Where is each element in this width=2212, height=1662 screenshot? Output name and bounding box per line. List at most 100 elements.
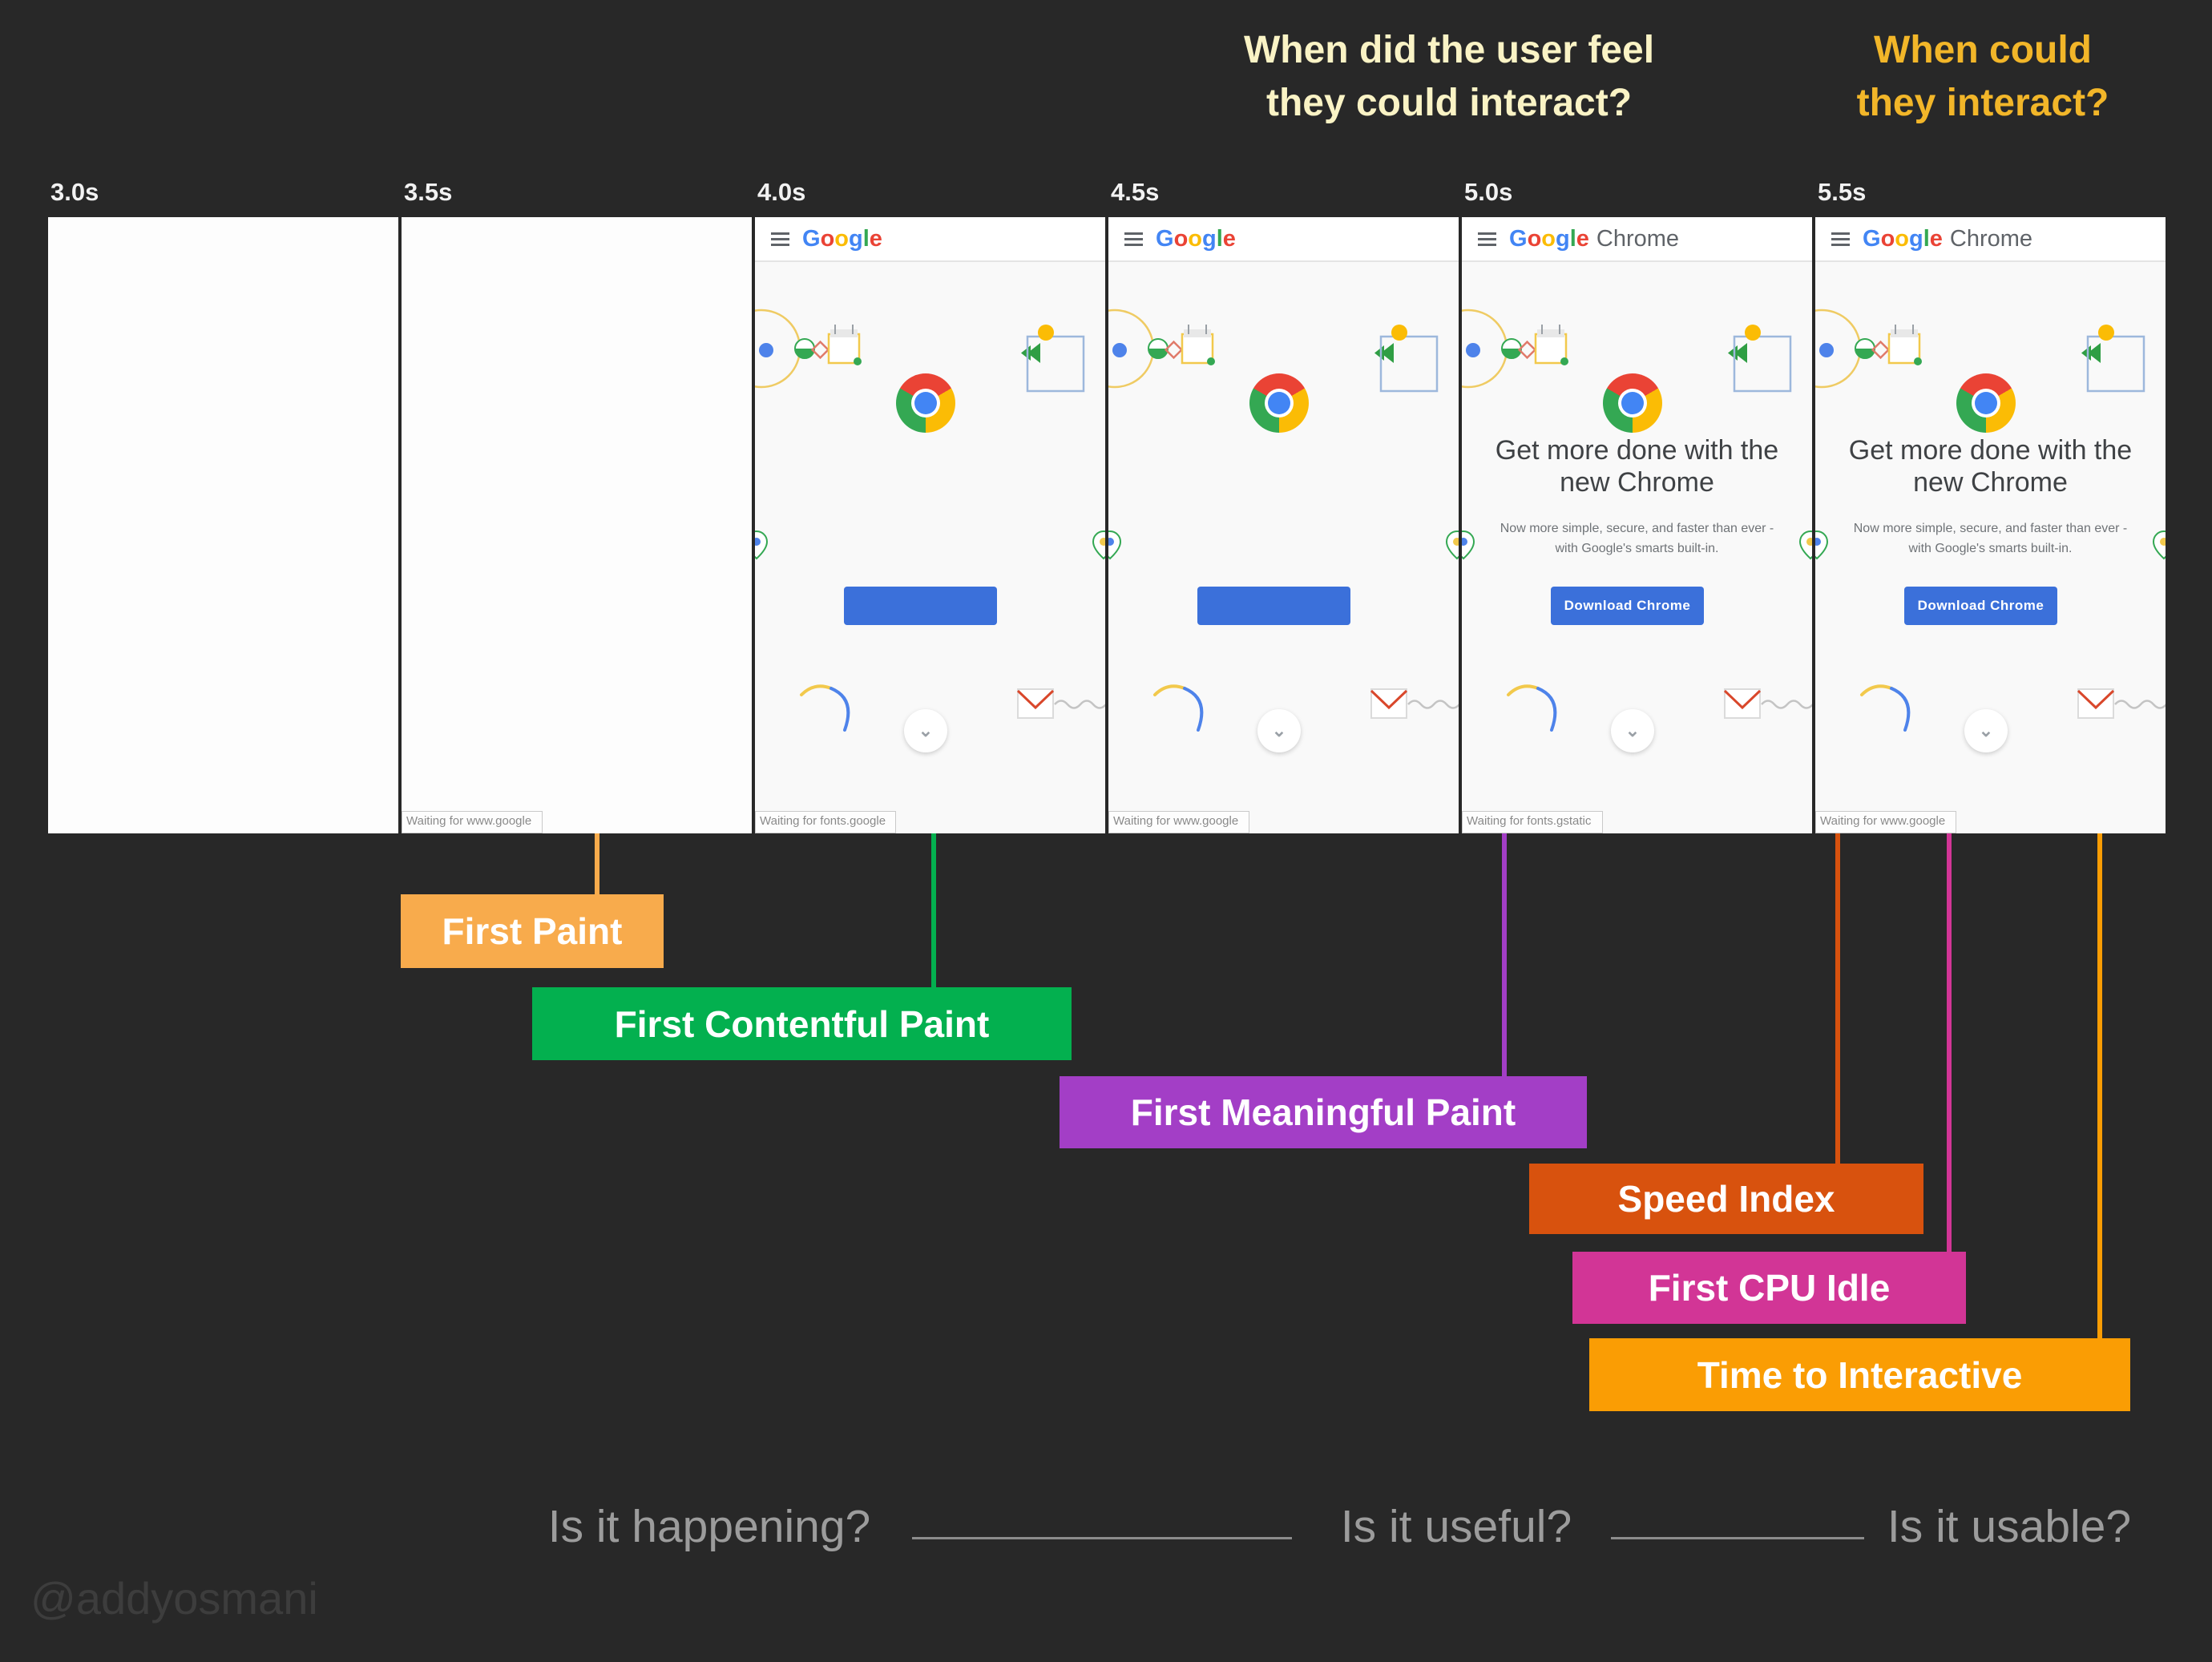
google-logo-letter: g — [1909, 225, 1923, 252]
download-chrome-button[interactable]: Download Chrome — [844, 587, 997, 625]
frame-time-label: 5.0s — [1464, 178, 1513, 206]
hero-heading: Get more done with the new Chrome — [1462, 434, 1812, 498]
hero-subtext-line2: with Google's smarts built-in. — [1555, 542, 1719, 555]
google-logo: Google — [1156, 226, 1236, 252]
google-logo-letter: l — [1569, 225, 1576, 252]
hero-heading: Get more done with the new Chrome — [1815, 434, 2166, 498]
metric-label: Speed Index — [1529, 1164, 1923, 1234]
frame-time-label: 4.0s — [757, 178, 806, 206]
google-logo-letter: g — [1202, 225, 1217, 252]
google-logo-letter: o — [1527, 225, 1542, 252]
google-logo-letter: o — [1188, 225, 1202, 252]
header-question-feel: When did the user feel they could intera… — [1169, 24, 1730, 130]
filmstrip-frame: 5.0s Google Chrome — [1462, 178, 1812, 837]
metric-label: Time to Interactive — [1589, 1338, 2130, 1411]
chevron-down-icon[interactable]: ⌄ — [1257, 709, 1301, 752]
google-logo-letter: G — [802, 225, 821, 252]
browser-page-body: Get more done with the new Chrome Now mo… — [1108, 262, 1459, 833]
metric-line — [1502, 833, 1507, 1076]
chrome-logo-text: Chrome — [1949, 225, 2033, 252]
header-question-feel-line2: they could interact? — [1265, 82, 1633, 124]
browser-screenshot: Google Chrome — [755, 217, 1105, 833]
doodle-shapes-icon — [755, 309, 1105, 732]
chevron-down-icon[interactable]: ⌄ — [1964, 709, 2008, 752]
status-tooltip: Waiting for www.google — [1108, 811, 1249, 833]
browser-header-bar: Google Chrome — [1815, 217, 2166, 262]
download-chrome-button[interactable]: Download Chrome — [1197, 587, 1350, 625]
metric-line — [2097, 833, 2102, 1338]
browser-page-body: Get more done with the new Chrome Now mo… — [755, 262, 1105, 833]
status-tooltip: Waiting for www.google — [402, 811, 543, 833]
frame-time-label: 4.5s — [1111, 178, 1160, 206]
download-chrome-button[interactable]: Download Chrome — [1551, 587, 1704, 625]
google-logo-letter: o — [834, 225, 849, 252]
metric-line — [595, 833, 599, 894]
hero-heading-line2: new Chrome — [1913, 467, 2068, 498]
google-logo-letter: o — [1895, 225, 1909, 252]
google-logo-letter: e — [869, 225, 882, 252]
menu-icon[interactable] — [1124, 229, 1143, 249]
browser-screenshot: Google Chrome — [1815, 217, 2166, 833]
status-tooltip: Waiting for fonts.google — [755, 811, 896, 833]
filmstrip-frame: 3.0s Google Chrome — [48, 178, 398, 837]
doodle-shapes-icon — [1815, 309, 2166, 732]
browser-screenshot: Google Chrome — [402, 217, 752, 833]
frame-time-label: 3.5s — [404, 178, 453, 206]
doodle-shapes-icon — [1462, 309, 1812, 732]
google-logo-letter: e — [1576, 225, 1589, 252]
google-logo-letter: l — [1216, 225, 1223, 252]
doodle-shapes-icon — [1108, 309, 1459, 732]
google-logo: Google — [1863, 226, 1943, 252]
frame-time-label: 3.0s — [50, 178, 99, 206]
metric-label: First CPU Idle — [1572, 1252, 1966, 1324]
google-logo-letter: G — [1509, 225, 1528, 252]
browser-page-body: Get more done with the new Chrome Now mo… — [1462, 262, 1812, 833]
browser-screenshot: Google Chrome — [1462, 217, 1812, 833]
menu-icon[interactable] — [771, 229, 789, 249]
google-logo-letter: G — [1156, 225, 1174, 252]
browser-screenshot: Google Chrome — [1108, 217, 1459, 833]
google-logo-letter: o — [1880, 225, 1895, 252]
google-logo-letter: l — [862, 225, 870, 252]
metric-line — [1947, 833, 1952, 1252]
metric-label-text: Speed Index — [1617, 1178, 1835, 1220]
browser-header-bar: Google Chrome — [1462, 217, 1812, 262]
filmstrip-frame: 5.5s Google Chrome — [1815, 178, 2166, 837]
hero-subtext-line1: Now more simple, secure, and faster than… — [1500, 522, 1774, 535]
metric-label: First Meaningful Paint — [1060, 1076, 1587, 1148]
google-logo-letter: o — [1173, 225, 1189, 252]
header-question-could-line1: When could — [1874, 29, 2092, 71]
download-chrome-button-label: Download Chrome — [1564, 598, 1691, 613]
download-chrome-button[interactable]: Download Chrome — [1904, 587, 2057, 625]
google-logo-letter: l — [1923, 225, 1930, 252]
hero-heading-line2: new Chrome — [1560, 467, 1714, 498]
question-text: Is it useful? — [1340, 1501, 1572, 1552]
google-logo: Google — [802, 226, 882, 252]
chrome-logo-icon — [1249, 373, 1309, 433]
hero-subtext: Now more simple, secure, and faster than… — [1462, 518, 1812, 559]
google-logo-letter: o — [1541, 225, 1556, 252]
chevron-down-icon[interactable]: ⌄ — [904, 709, 947, 752]
menu-icon[interactable] — [1478, 229, 1496, 249]
google-logo-letter: g — [849, 225, 863, 252]
browser-page-body: Get more done with the new Chrome Now mo… — [1815, 262, 2166, 833]
status-tooltip: Waiting for fonts.gstatic — [1462, 811, 1603, 833]
header-question-feel-line1: When did the user feel — [1243, 29, 1655, 71]
google-logo-letter: e — [1222, 225, 1236, 252]
metric-label: First Contentful Paint — [532, 987, 1072, 1060]
header-question-could: When could they interact? — [1742, 24, 2212, 130]
google-logo: Google — [1509, 226, 1589, 252]
watermark: @addyosmani — [30, 1573, 318, 1624]
chrome-logo-icon — [1603, 373, 1662, 433]
header-question-could-line2: they interact? — [1856, 82, 2109, 124]
browser-header-bar: Google Chrome — [1108, 217, 1459, 262]
browser-screenshot: Google Chrome — [48, 217, 398, 833]
question-text: Is it happening? — [547, 1501, 871, 1552]
google-logo-letter: o — [820, 225, 835, 252]
metric-label-text: First CPU Idle — [1648, 1267, 1891, 1309]
menu-icon[interactable] — [1831, 229, 1850, 249]
chrome-logo-text: Chrome — [1596, 225, 1680, 252]
chevron-down-icon[interactable]: ⌄ — [1611, 709, 1654, 752]
metric-label: First Paint — [401, 894, 664, 968]
